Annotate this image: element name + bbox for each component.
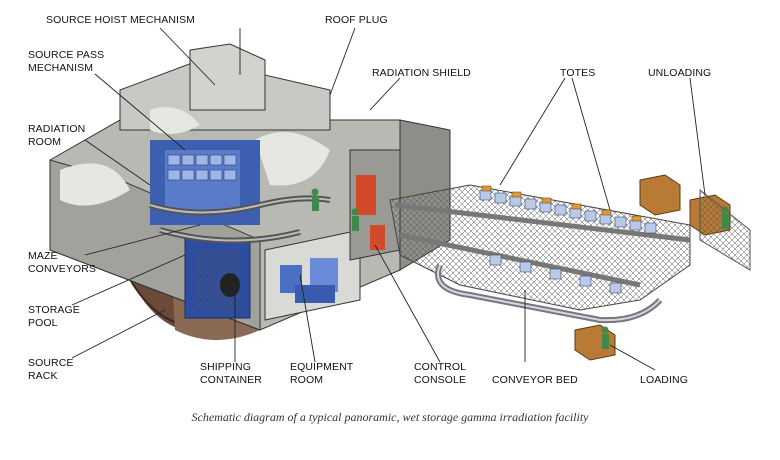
label-control-console-line2: CONSOLE (414, 374, 467, 386)
label-maze-conveyors: MAZE CONVEYORS (28, 250, 96, 276)
label-storage-pool-line1: STORAGE (28, 304, 80, 316)
label-source-rack-line2: RACK (28, 370, 58, 382)
figure-caption: Schematic diagram of a typical panoramic… (191, 410, 589, 424)
equipment-room (264, 229, 361, 321)
label-loading: LOADING (640, 374, 688, 386)
label-control-console-line1: CONTROL (414, 361, 467, 373)
label-source-pass-line1: SOURCE PASS (28, 49, 105, 61)
label-radiation-room-line2: ROOM (28, 136, 62, 148)
label-conveyor-bed: CONVEYOR BED (492, 374, 578, 386)
maze-conveyors (149, 195, 331, 244)
label-shipping-container: SHIPPING CONTAINER (200, 361, 262, 387)
label-equipment-room-line2: ROOM (290, 374, 324, 386)
label-storage-pool: STORAGE POOL (28, 304, 80, 330)
label-source-rack: SOURCE RACK (28, 357, 74, 383)
label-source-rack-line1: SOURCE (28, 357, 74, 369)
label-source-pass-mechanism: SOURCE PASS MECHANISM (28, 49, 104, 75)
label-equipment-room: EQUIPMENT ROOM (290, 361, 353, 387)
label-storage-pool-line2: POOL (28, 317, 58, 329)
label-radiation-room-line1: RADIATION (28, 123, 86, 135)
label-totes: TOTES (560, 67, 596, 79)
label-maze-conveyors-line1: MAZE (28, 250, 58, 262)
label-radiation-shield: RADIATION SHIELD (372, 67, 471, 79)
label-radiation-room: RADIATION ROOM (28, 123, 85, 149)
label-source-hoist-mechanism: SOURCE HOIST MECHANISM (46, 14, 196, 26)
workers (311, 188, 729, 349)
loading-pallet (574, 324, 616, 361)
label-roof-plug: ROOF PLUG (325, 14, 388, 26)
leader-lines (71, 27, 706, 371)
label-unloading: UNLOADING (648, 67, 712, 79)
label-shipping-container-line1: SHIPPING (200, 361, 251, 373)
label-control-console: CONTROL CONSOLE (414, 361, 466, 387)
conveyor-bed (389, 184, 691, 324)
unloading-pallets (639, 174, 751, 271)
label-maze-conveyors-line2: CONVEYORS (28, 263, 96, 275)
label-shipping-container-line2: CONTAINER (200, 374, 262, 386)
label-source-pass-line2: MECHANISM (28, 62, 94, 74)
label-equipment-room-line1: EQUIPMENT (290, 361, 354, 373)
